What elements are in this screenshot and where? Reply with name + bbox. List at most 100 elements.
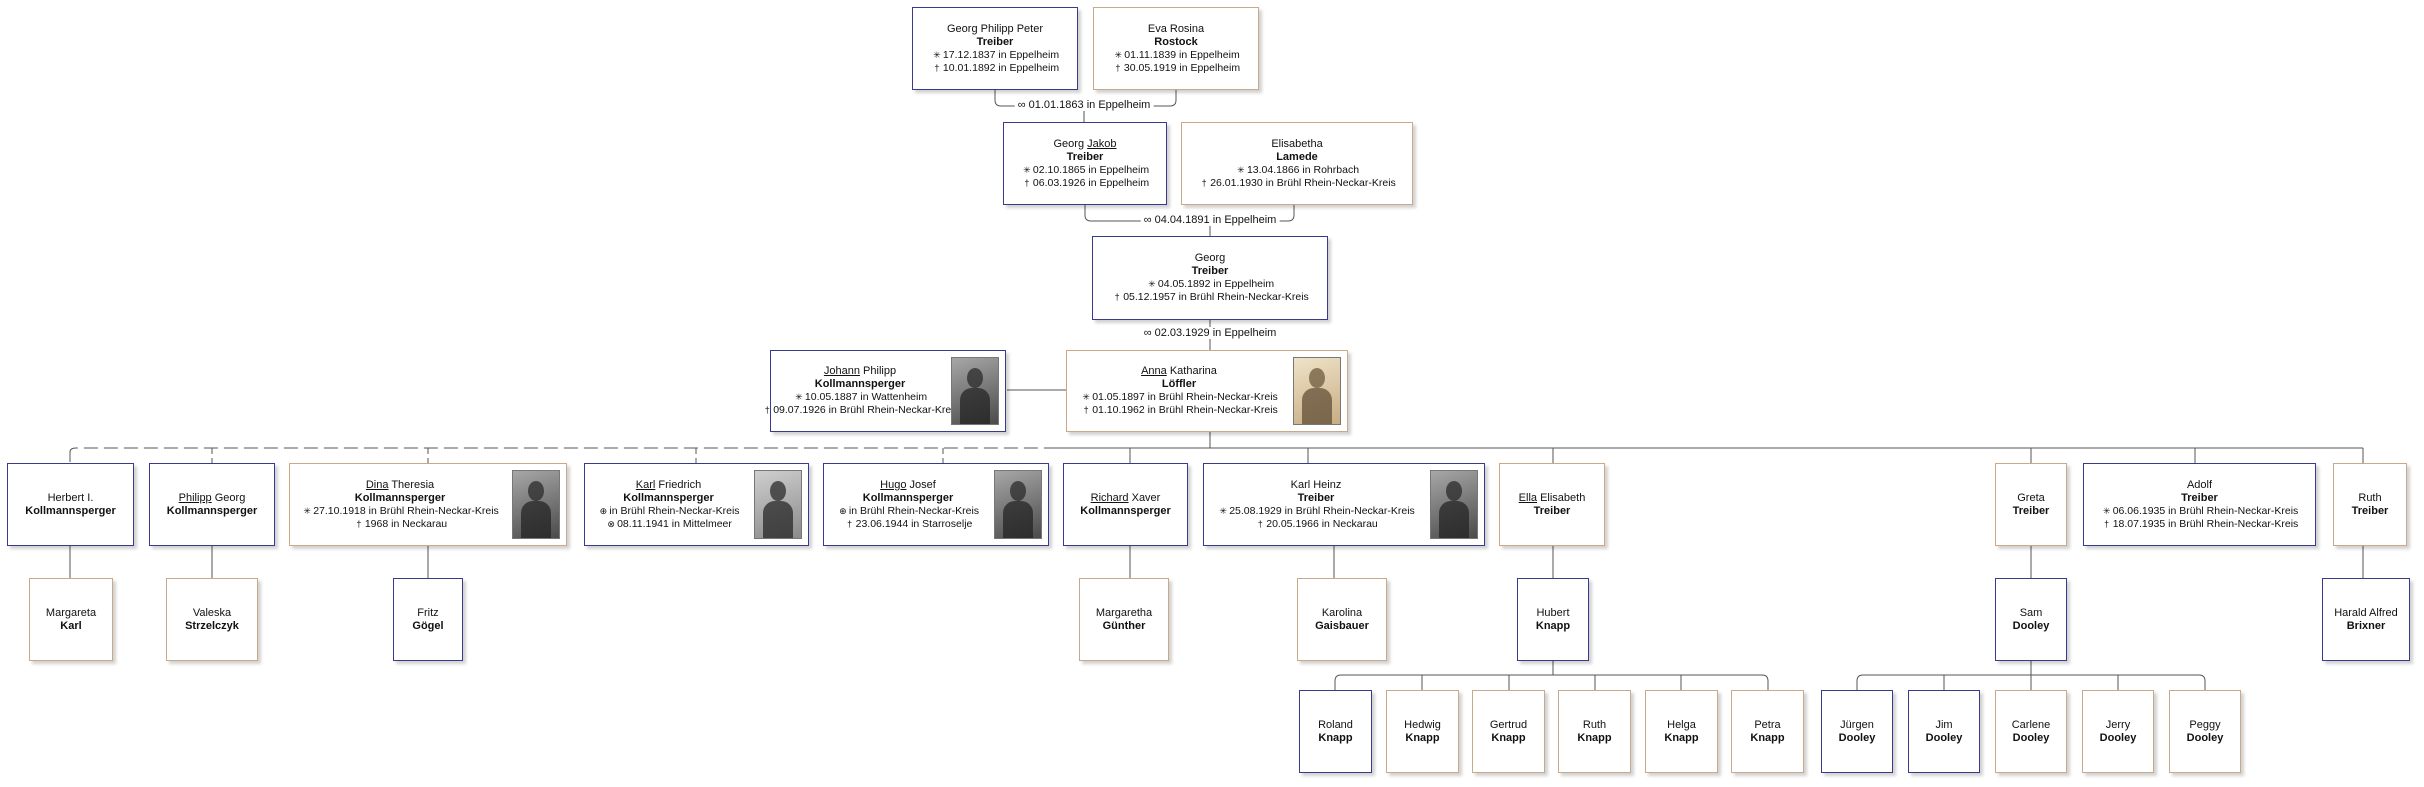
person-card-jerry[interactable]: Jerry Dooley [2082,690,2154,773]
person-card-sam[interactable]: Sam Dooley [1995,578,2067,661]
given-name: Greta [2017,491,2045,504]
given-name: Carlene [2011,718,2051,731]
birth-event: ✳01.05.1897 in Brühl Rhein-Neckar-Kreis [1080,391,1277,404]
baptism-event: ⊕in Brühl Rhein-Neckar-Kreis [597,505,740,518]
person-card-hubert[interactable]: Hubert Knapp [1517,578,1589,661]
surname: Treiber [2351,504,2389,517]
marriage-icon: ∞ [1017,99,1026,111]
person-card-fritz[interactable]: Fritz Gögel [393,578,463,661]
marriage-label-gen1: ∞ 01.01.1863 in Eppelheim [1014,99,1154,111]
person-card-georg-philipp-peter[interactable]: Georg Philipp Peter Treiber ✳17.12.1837 … [912,7,1078,90]
person-card-ruth-knapp[interactable]: Ruth Knapp [1558,690,1631,773]
person-card-karolina[interactable]: Karolina Gaisbauer [1297,578,1387,661]
marriage-date: 04.04.1891 in Eppelheim [1154,214,1277,226]
person-card-dina-theresia[interactable]: Dina Theresia Kollmannsperger ✳27.10.191… [289,463,567,546]
death-event: †30.05.1919 in Eppelheim [1112,62,1240,75]
death-icon: † [934,62,940,73]
person-card-carlene[interactable]: Carlene Dooley [1995,690,2067,773]
birth-icon: ✳ [1082,392,1090,402]
surname: Kollmannsperger [354,491,446,504]
person-card-ella-elisabeth[interactable]: Ella Elisabeth Treiber [1499,463,1605,546]
person-card-harald[interactable]: Harald Alfred Brixner [2322,578,2410,661]
surname: Knapp [1750,731,1785,744]
death-event: †06.03.1926 in Eppelheim [1021,177,1149,190]
given-name: Ruth [2358,491,2382,504]
death-event: †18.07.1935 in Brühl Rhein-Neckar-Kreis [2101,518,2298,531]
person-card-jim[interactable]: Jim Dooley [1908,690,1980,773]
person-card-gertrud[interactable]: Gertrud Knapp [1472,690,1545,773]
person-card-margareta-karl[interactable]: Margareta Karl [29,578,113,661]
surname: Treiber [1191,265,1229,277]
given-name: Gertrud [1489,718,1528,731]
person-card-georg[interactable]: Georg Treiber ✳04.05.1892 in Eppelheim †… [1092,236,1328,320]
death-icon: † [764,405,770,415]
given-name: Karolina [1321,606,1363,619]
person-card-juergen[interactable]: Jürgen Dooley [1821,690,1893,773]
person-card-valeska[interactable]: Valeska Strzelczyk [166,578,258,661]
surname: Treiber [1297,491,1335,504]
surname: Kollmannsperger [166,504,258,517]
surname: Dooley [1925,731,1963,744]
fallen-icon: ⊗ [607,518,615,529]
given-name: Anna Katharina [1141,365,1217,377]
portrait-photo [951,357,999,425]
given-name: Margareta [45,606,97,619]
person-card-adolf[interactable]: Adolf Treiber ✳06.06.1935 in Brühl Rhein… [2083,463,2316,546]
surname: Dooley [2186,731,2224,744]
surname: Kollmannsperger [1080,504,1171,517]
death-event: †05.12.1957 in Brühl Rhein-Neckar-Kreis [1111,291,1309,304]
fallen-event: ⊗08.11.1941 in Mittelmeer [605,518,732,531]
person-card-philipp-georg[interactable]: Philipp Georg Kollmannsperger [149,463,275,546]
surname: Kollmannsperger [25,504,116,517]
person-card-karl-heinz[interactable]: Karl Heinz Treiber ✳25.08.1929 in Brühl … [1203,463,1485,546]
person-card-margaretha[interactable]: Margaretha Günther [1079,578,1169,661]
person-card-ruth-treiber[interactable]: Ruth Treiber [2333,463,2407,546]
birth-icon: ✳ [303,505,311,516]
surname: Knapp [1491,731,1526,744]
person-card-herbert[interactable]: Herbert I. Kollmannsperger [7,463,134,546]
person-card-helga[interactable]: Helga Knapp [1645,690,1718,773]
person-card-elisabetha[interactable]: Elisabetha Lamede ✳13.04.1866 in Rohrbac… [1181,122,1413,205]
person-card-hedwig[interactable]: Hedwig Knapp [1386,690,1459,773]
given-name: Georg [1194,252,1226,264]
person-card-peggy[interactable]: Peggy Dooley [2169,690,2241,773]
birth-icon: ✳ [933,49,941,60]
portrait-photo [1430,470,1478,539]
person-card-roland[interactable]: Roland Knapp [1299,690,1372,773]
person-card-karl-friedrich[interactable]: Karl Friedrich Kollmannsperger ⊕in Brühl… [584,463,809,546]
death-icon: † [847,518,853,529]
person-card-hugo-josef[interactable]: Hugo Josef Kollmannsperger ⊕in Brühl Rhe… [823,463,1049,546]
person-card-georg-jakob[interactable]: Georg Jakob Treiber ✳02.10.1865 in Eppel… [1003,122,1167,205]
birth-event: ✳02.10.1865 in Eppelheim [1021,164,1149,177]
death-icon: † [1083,405,1089,415]
surname: Kollmannsperger [814,378,906,390]
surname: Treiber [976,35,1014,48]
person-card-johann-philipp[interactable]: Johann Philipp Kollmannsperger ✳10.05.18… [765,350,1006,432]
surname: Kollmannsperger [862,491,954,504]
surname: Treiber [1066,150,1104,163]
given-name: Petra [1754,718,1781,731]
person-card-anna-katharina[interactable]: Anna Katharina Löffler ✳01.05.1897 in Br… [1066,350,1348,432]
birth-event: ✳17.12.1837 in Eppelheim [931,49,1059,62]
surname: Treiber [2012,504,2050,517]
surname: Knapp [1318,731,1353,744]
person-card-greta[interactable]: Greta Treiber [1995,463,2067,546]
birth-icon: ✳ [795,392,803,402]
given-name: Ella Elisabeth [1518,491,1586,504]
portrait-photo [754,470,802,539]
given-name: Adolf [2186,478,2213,491]
marriage-label-gen3: ∞ 02.03.1929 in Eppelheim [1140,327,1280,339]
person-card-petra[interactable]: Petra Knapp [1731,690,1804,773]
baptism-icon: ⊕ [599,505,608,516]
death-event: †10.01.1892 in Eppelheim [931,62,1059,75]
person-card-richard-xaver[interactable]: Richard Xaver Kollmannsperger [1063,463,1188,546]
surname: Dooley [2012,731,2050,744]
given-name: Roland [1318,718,1353,731]
person-card-eva-rosina[interactable]: Eva Rosina Rostock ✳01.11.1839 in Eppelh… [1093,7,1259,90]
birth-icon: ✳ [1237,164,1245,175]
given-name: Hugo Josef [880,478,936,491]
marriage-icon: ∞ [1143,214,1152,226]
birth-icon: ✳ [2102,505,2111,516]
surname: Kollmannsperger [623,491,714,504]
portrait-photo [512,470,560,539]
